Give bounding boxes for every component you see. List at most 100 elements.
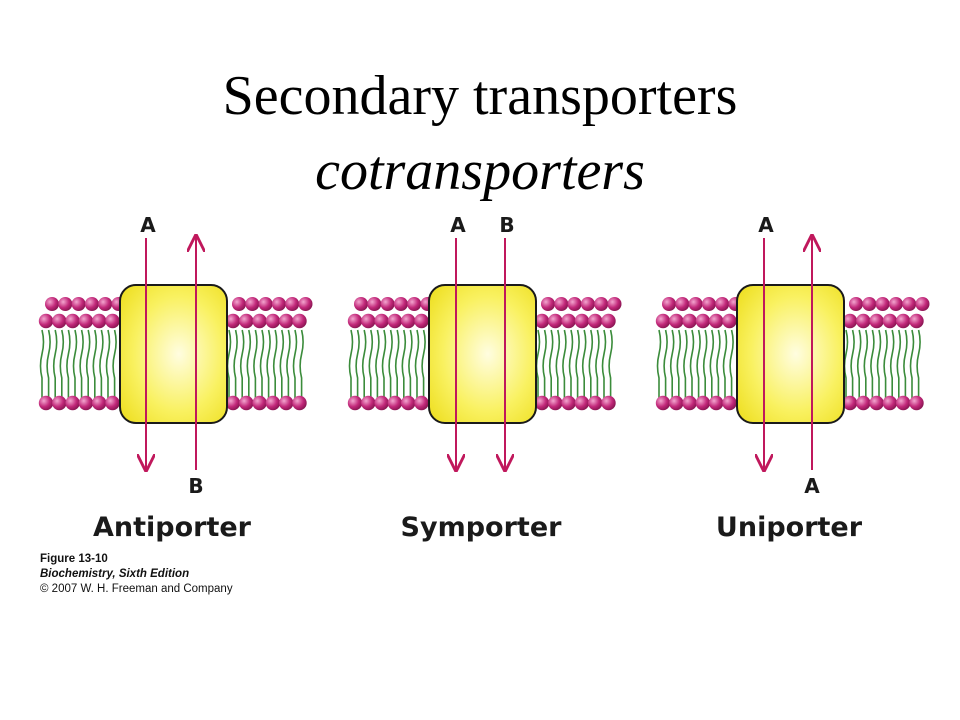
lipid-tail <box>702 329 708 398</box>
lipid-head <box>896 395 911 411</box>
lipid-head <box>279 395 294 411</box>
lipid-tail <box>85 329 91 398</box>
lipid-head <box>78 395 94 411</box>
lipid-head <box>292 395 307 411</box>
lipid-head <box>292 313 307 329</box>
lipid-tail <box>656 329 662 398</box>
lipid-tail <box>856 329 862 398</box>
lipid-head <box>298 297 313 311</box>
lipid-head <box>601 313 616 329</box>
lipid-head <box>669 395 684 411</box>
lipid-head <box>541 297 555 311</box>
lipid-tail <box>876 329 882 398</box>
substrate-label-bottom: B <box>188 474 203 498</box>
lipid-head <box>71 297 86 311</box>
lipid-tail <box>689 329 695 398</box>
transporter-type-label: Uniporter <box>716 512 863 543</box>
lipid-head <box>856 313 871 329</box>
lipid-head <box>92 313 107 329</box>
lipid-tail <box>59 329 65 398</box>
lipid-head <box>909 313 924 329</box>
lipid-tail <box>889 329 895 398</box>
substrate-label-top: A <box>140 213 156 237</box>
lipid-tail <box>850 329 855 398</box>
lipid-bilayer-right <box>534 297 622 411</box>
lipid-head <box>414 313 429 329</box>
lipid-head <box>393 297 408 311</box>
lipid-head <box>695 313 711 329</box>
lipid-tail <box>355 329 360 398</box>
lipid-head <box>856 395 871 411</box>
lipid-head <box>52 313 67 329</box>
lipid-tail <box>575 329 580 398</box>
lipid-head <box>849 297 863 311</box>
lipid-head <box>709 395 724 411</box>
lipid-head <box>414 395 429 411</box>
lipid-tail <box>414 329 420 398</box>
lipid-head <box>882 395 898 411</box>
lipid-tail <box>259 329 265 398</box>
lipid-tail <box>381 329 387 398</box>
lipid-tail <box>843 329 849 398</box>
lipid-head <box>361 395 376 411</box>
lipid-head <box>387 395 403 411</box>
lipid-head <box>98 297 113 311</box>
lipid-head <box>387 313 403 329</box>
copyright-line: © 2007 W. H. Freeman and Company <box>40 583 233 595</box>
lipid-bilayer-left <box>347 297 435 411</box>
transporter-protein <box>119 284 228 424</box>
lipid-head <box>279 313 294 329</box>
lipid-head <box>534 395 550 411</box>
lipid-head <box>548 313 563 329</box>
lipid-tail <box>595 329 600 398</box>
lipid-tail <box>46 329 51 398</box>
lipid-head <box>722 313 737 329</box>
lipid-tail <box>663 329 668 398</box>
lipid-head <box>239 395 254 411</box>
lipid-head <box>252 395 267 411</box>
lipid-tail <box>72 329 78 398</box>
lipid-tail <box>722 329 728 398</box>
lipid-tail <box>105 329 111 398</box>
lipid-tail <box>39 329 45 398</box>
lipid-tail <box>581 329 587 398</box>
lipid-head <box>407 297 422 311</box>
lipid-head <box>688 297 703 311</box>
lipid-tail <box>676 329 682 398</box>
transporter-type-label: Antiporter <box>93 512 252 543</box>
lipid-head <box>347 395 363 411</box>
lipid-tail <box>226 329 232 398</box>
lipid-head <box>594 297 609 311</box>
lipid-head <box>882 313 898 329</box>
lipid-tail <box>79 329 84 398</box>
lipid-head <box>695 395 711 411</box>
lipid-tail <box>729 329 734 398</box>
lipid-head <box>58 297 73 311</box>
lipid-head <box>92 395 107 411</box>
lipid-tail <box>66 329 71 398</box>
lipid-head <box>45 297 59 311</box>
lipid-tail <box>669 329 675 398</box>
lipid-head <box>548 395 563 411</box>
lipid-tail <box>246 329 252 398</box>
lipid-tail <box>709 329 715 398</box>
lipid-head <box>574 395 590 411</box>
figure-number: Figure 13-10 <box>40 553 108 565</box>
lipid-head <box>915 297 930 311</box>
lipid-tail <box>696 329 701 398</box>
lipid-head <box>258 297 273 311</box>
lipid-tail <box>272 329 278 398</box>
lipid-head <box>38 313 54 329</box>
lipid-head <box>675 297 690 311</box>
lipid-tail <box>568 329 574 398</box>
lipid-bilayer-left <box>38 297 126 411</box>
lipid-tail <box>588 329 594 398</box>
lipid-head <box>875 297 890 311</box>
transporter-protein <box>736 284 845 424</box>
lipid-bilayer-right <box>225 297 313 411</box>
lipid-head <box>225 313 241 329</box>
lipid-head <box>84 297 99 311</box>
lipid-tail <box>883 329 888 398</box>
lipid-head <box>354 297 368 311</box>
